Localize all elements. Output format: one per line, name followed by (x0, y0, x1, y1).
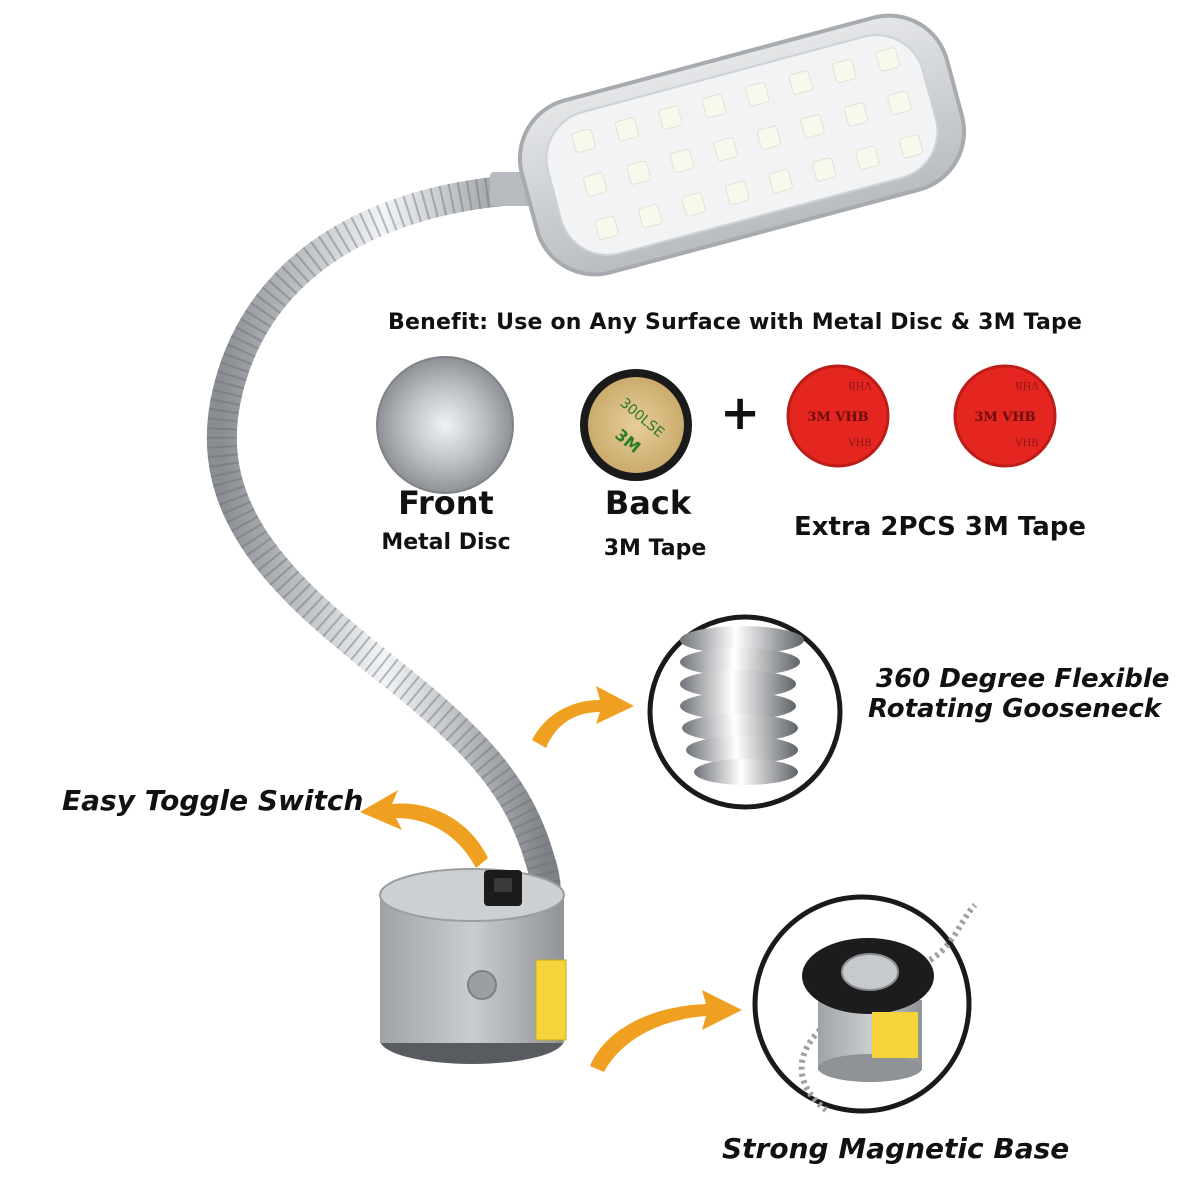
svg-text:VHB: VHB (848, 379, 872, 390)
svg-text:3M VHB: 3M VHB (807, 410, 868, 425)
back-subtitle: 3M Tape (603, 536, 707, 561)
front-title: Front (398, 484, 494, 522)
magnetic-base-closeup (752, 894, 978, 1114)
lamp-head (490, 13, 967, 277)
warning-label (535, 959, 567, 1041)
extra-tape-label: Extra 2PCS 3M Tape (794, 512, 1087, 542)
red-tape-icon-2: 3M VHB VHB VHB (953, 364, 1057, 468)
toggle-callout: Easy Toggle Switch (62, 784, 364, 817)
svg-text:VHB: VHB (847, 438, 871, 449)
gooseneck-callout-line1: 360 Degree Flexible (876, 664, 1170, 694)
lamp-base (379, 868, 567, 1064)
arrow-to-gooseneck (532, 686, 634, 748)
svg-text:3M VHB: 3M VHB (974, 410, 1035, 425)
arrow-to-magnetic-base (590, 990, 742, 1072)
back-title: Back (604, 484, 692, 522)
red-tape-icon-1: 3M VHB VHB VHB (786, 364, 890, 468)
svg-text:VHB: VHB (1014, 438, 1038, 449)
arrow-to-toggle (360, 790, 488, 868)
gooseneck-callout-line2: Rotating Gooseneck (868, 694, 1162, 724)
benefit-heading: Benefit: Use on Any Surface with Metal D… (388, 310, 1083, 335)
svg-text:VHB: VHB (1015, 379, 1039, 390)
plus-sign: + (720, 385, 761, 441)
coil-detail (680, 626, 804, 785)
gooseneck-closeup (647, 614, 843, 810)
gooseneck-tube (206, 175, 562, 975)
front-subtitle: Metal Disc (381, 530, 511, 555)
led-grid (571, 47, 924, 240)
metal-disc-icon (376, 356, 514, 494)
magnetic-callout: Strong Magnetic Base (722, 1132, 1070, 1165)
back-tape-icon: 300LSE 3M (580, 369, 692, 481)
